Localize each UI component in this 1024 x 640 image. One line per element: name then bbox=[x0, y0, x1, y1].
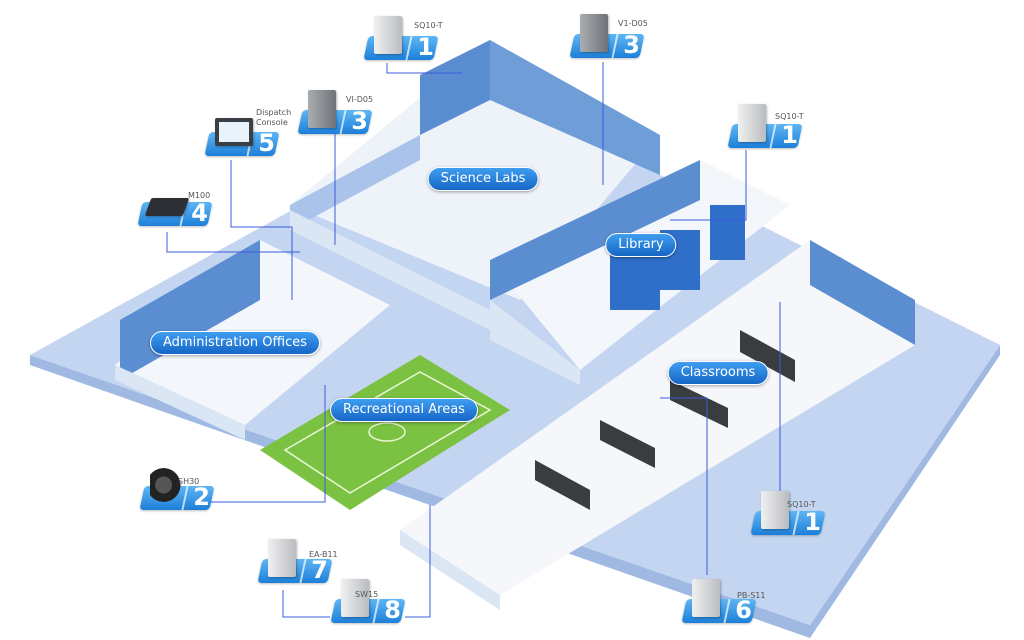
device-badge-sq10t[interactable]: 1 bbox=[363, 16, 440, 61]
device-label: SW15 bbox=[355, 590, 379, 599]
device-badge-pbs11[interactable]: 6 bbox=[681, 579, 758, 624]
device-badge-v1d05[interactable]: 3 bbox=[569, 14, 646, 59]
science-labs-wall bbox=[490, 40, 660, 175]
device-label: SH30 bbox=[178, 477, 200, 486]
science-labs-wall bbox=[420, 40, 490, 135]
area-label-administration-offices[interactable]: Administration Offices bbox=[150, 331, 320, 355]
device-label: PB-S11 bbox=[737, 591, 766, 600]
monitor-icon bbox=[215, 118, 253, 146]
horn-speaker-icon bbox=[150, 466, 184, 504]
wall-speaker-icon bbox=[341, 579, 369, 617]
intercom-speaker-icon bbox=[761, 491, 789, 529]
device-badge-dispatch-console[interactable]: 5 bbox=[204, 118, 281, 157]
device-badge-m100[interactable]: 4 bbox=[137, 196, 214, 227]
classrooms-wall bbox=[810, 240, 915, 345]
intercom-speaker-icon bbox=[374, 16, 402, 54]
desk-microphone-icon bbox=[144, 198, 190, 216]
device-badge-sh30[interactable]: 2 bbox=[139, 466, 216, 511]
device-badge-eab11[interactable]: 7 bbox=[257, 539, 334, 584]
library-front bbox=[490, 300, 580, 385]
science-labs-wall bbox=[290, 135, 420, 230]
classrooms-front bbox=[400, 530, 500, 610]
device-label: SQ10-T bbox=[787, 500, 816, 509]
device-badge-vid05[interactable]: 3 bbox=[297, 90, 374, 135]
library-wall bbox=[490, 160, 700, 300]
area-label-library[interactable]: Library bbox=[605, 233, 677, 257]
device-label: M100 bbox=[188, 191, 211, 200]
intercom-speaker-icon bbox=[738, 104, 766, 142]
device-label: VI-D05 bbox=[346, 95, 374, 104]
video-door-phone-icon bbox=[308, 90, 336, 128]
device-badge-sq10t[interactable]: 1 bbox=[727, 104, 804, 149]
device-label: EA-B11 bbox=[309, 550, 338, 559]
device-label: SQ10-T bbox=[414, 21, 443, 30]
area-label-classrooms[interactable]: Classrooms bbox=[667, 361, 769, 385]
emergency-button-icon bbox=[268, 539, 296, 577]
classrooms-floor bbox=[400, 240, 915, 595]
device-badge-sq10t[interactable]: 1 bbox=[750, 491, 827, 536]
area-label-science-labs[interactable]: Science Labs bbox=[427, 167, 539, 191]
device-label: V1-D05 bbox=[618, 19, 648, 28]
device-badge-sw15[interactable]: 8 bbox=[330, 579, 407, 624]
science-labs-front bbox=[290, 210, 490, 330]
admin-front bbox=[115, 365, 245, 440]
soccer-field bbox=[260, 355, 510, 510]
device-label: Dispatch Console bbox=[256, 108, 292, 127]
area-label-recreational-areas[interactable]: Recreational Areas bbox=[330, 398, 478, 422]
connection-lines bbox=[166, 62, 781, 618]
device-label: SQ10-T bbox=[775, 112, 804, 121]
push-button-icon bbox=[692, 579, 720, 617]
video-door-phone-icon bbox=[580, 14, 608, 52]
chalkboards bbox=[535, 330, 795, 510]
